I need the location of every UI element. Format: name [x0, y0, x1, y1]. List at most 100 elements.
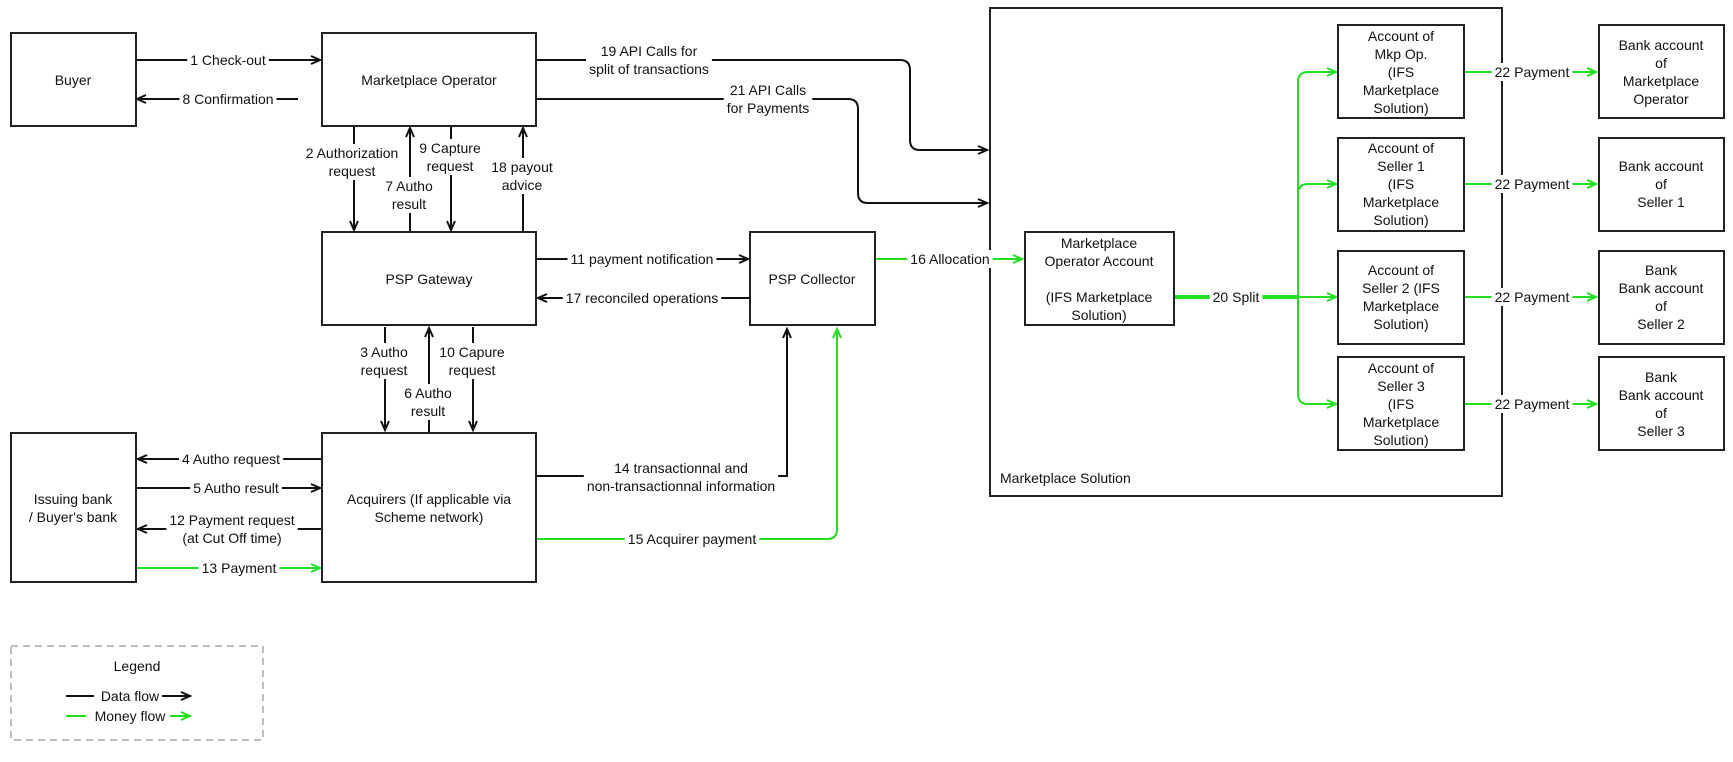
flow-label-line: 10 Capure: [439, 344, 505, 360]
flow-14-arrow: [537, 329, 787, 477]
flow-label-text: 12 Payment request (at Cut Off time): [169, 512, 294, 546]
flow-label-line: 19 API Calls for: [601, 43, 698, 59]
flow-13-label: 13 Payment: [198, 559, 280, 577]
box-text-line: Bank account: [1619, 158, 1704, 174]
flow-label-text: 13 Payment: [202, 560, 277, 576]
flow-label-text: 8 Confirmation: [182, 91, 273, 107]
flow-label-background: [178, 450, 284, 468]
box-text-line: Operator: [1633, 91, 1689, 107]
flow-label-background: [723, 81, 813, 117]
flow-label-line: 15 Acquirer payment: [628, 531, 757, 547]
svg-text:PSP Collector: PSP Collector: [769, 271, 856, 287]
flow-label-line: 5 Autho result: [193, 480, 279, 496]
flow-label-text: 3 Autho request: [360, 344, 408, 378]
box-text-line: Seller 2: [1637, 316, 1685, 332]
flow-label-background: [1491, 288, 1573, 306]
box-text-line: Solution): [1373, 316, 1428, 332]
box-text-line: of: [1655, 176, 1667, 192]
legend-data-flow-label: Data flow: [101, 688, 160, 704]
flow-label-line: non-transactionnal information: [587, 478, 775, 494]
flow-label-line: 18 payout: [491, 159, 553, 175]
box-text-line: Marketplace: [1061, 235, 1137, 251]
flow-label-line: (at Cut Off time): [182, 530, 281, 546]
box-text-line: Bank account: [1619, 387, 1704, 403]
box-text-line: Solution): [1071, 307, 1126, 323]
psp-gateway-box: PSP Gateway: [321, 231, 537, 326]
flow-label-line: split of transactions: [589, 61, 709, 77]
flow-22-label-seller3: 22 Payment: [1491, 395, 1573, 413]
box-text-line: Marketplace: [1363, 298, 1439, 314]
flow-3-label: 3 Autho request: [357, 343, 411, 379]
box-text-line: Marketplace Operator: [361, 72, 497, 88]
flow-label-line: 1 Check-out: [190, 52, 266, 68]
legend-money-flow-label: Money flow: [95, 708, 167, 724]
box-text-line: (IFS Marketplace: [1046, 289, 1153, 305]
legend-box: [10, 645, 264, 741]
flow-label-text: 22 Payment: [1495, 289, 1570, 305]
flow-label-background: [1491, 63, 1573, 81]
flow-15-label: 15 Acquirer payment: [624, 530, 760, 548]
box-text-line: Operator Account: [1045, 253, 1154, 269]
box-text-line: Marketplace: [1363, 82, 1439, 98]
flow-label-background: [562, 289, 722, 307]
box-text-line: (IFS: [1388, 176, 1414, 192]
flow-label-background: [1209, 288, 1263, 306]
flow-label-line: 20 Split: [1213, 289, 1260, 305]
box-text-line: PSP Collector: [769, 271, 856, 287]
flow-label-background: [583, 459, 779, 495]
flow-label-line: 13 Payment: [202, 560, 277, 576]
box-text-line: Account of: [1368, 140, 1434, 156]
box-text-line: Solution): [1373, 212, 1428, 228]
flow-label-line: 22 Payment: [1495, 396, 1570, 412]
box-text-line: of: [1655, 405, 1667, 421]
flow-15-arrow: [537, 329, 837, 540]
flow-22-label-seller2: 22 Payment: [1491, 288, 1573, 306]
marketplace-solution-label: Marketplace Solution: [1000, 470, 1131, 486]
flow-4-label: 4 Autho request: [178, 450, 284, 468]
flow-16-label: 16 Allocation: [907, 250, 993, 268]
flow-label-background: [198, 559, 280, 577]
flow-label-line: 9 Capture: [419, 140, 481, 156]
flow-label-line: 2 Authorization: [306, 145, 399, 161]
flow-label-text: 22 Payment: [1495, 64, 1570, 80]
box-text-line: Marketplace: [1363, 414, 1439, 430]
flow-17-label: 17 reconciled operations: [562, 289, 722, 307]
flow-20-branch-seller3: [1297, 297, 1336, 404]
flow-label-background: [586, 42, 712, 78]
flow-5-label: 5 Autho result: [190, 479, 282, 497]
box-text-line: Seller 3: [1377, 378, 1425, 394]
box-text-line: Seller 2 (IFS: [1362, 280, 1440, 296]
flow-label-text: 17 reconciled operations: [566, 290, 719, 306]
flow-label-line: 17 reconciled operations: [566, 290, 719, 306]
flow-label-line: 11 payment notification: [571, 251, 714, 267]
box-text-line: Buyer: [55, 72, 92, 88]
box-text-line: Bank: [1645, 369, 1678, 385]
flow-label-line: 12 Payment request: [169, 512, 294, 528]
flow-21-arrow: [537, 98, 987, 203]
buyer-box: Buyer: [10, 32, 137, 127]
flow-label-line: 3 Autho: [360, 344, 408, 360]
flow-label-background: [357, 343, 411, 379]
flow-label-line: request: [329, 163, 376, 179]
flow-label-line: request: [361, 362, 408, 378]
box-text-line: Account of: [1368, 28, 1434, 44]
box-text-line: of: [1655, 298, 1667, 314]
flow-8-label: 8 Confirmation: [179, 90, 277, 108]
box-text-line: Bank: [1645, 262, 1678, 278]
box-text-line: Acquirers (If applicable via: [347, 491, 511, 507]
